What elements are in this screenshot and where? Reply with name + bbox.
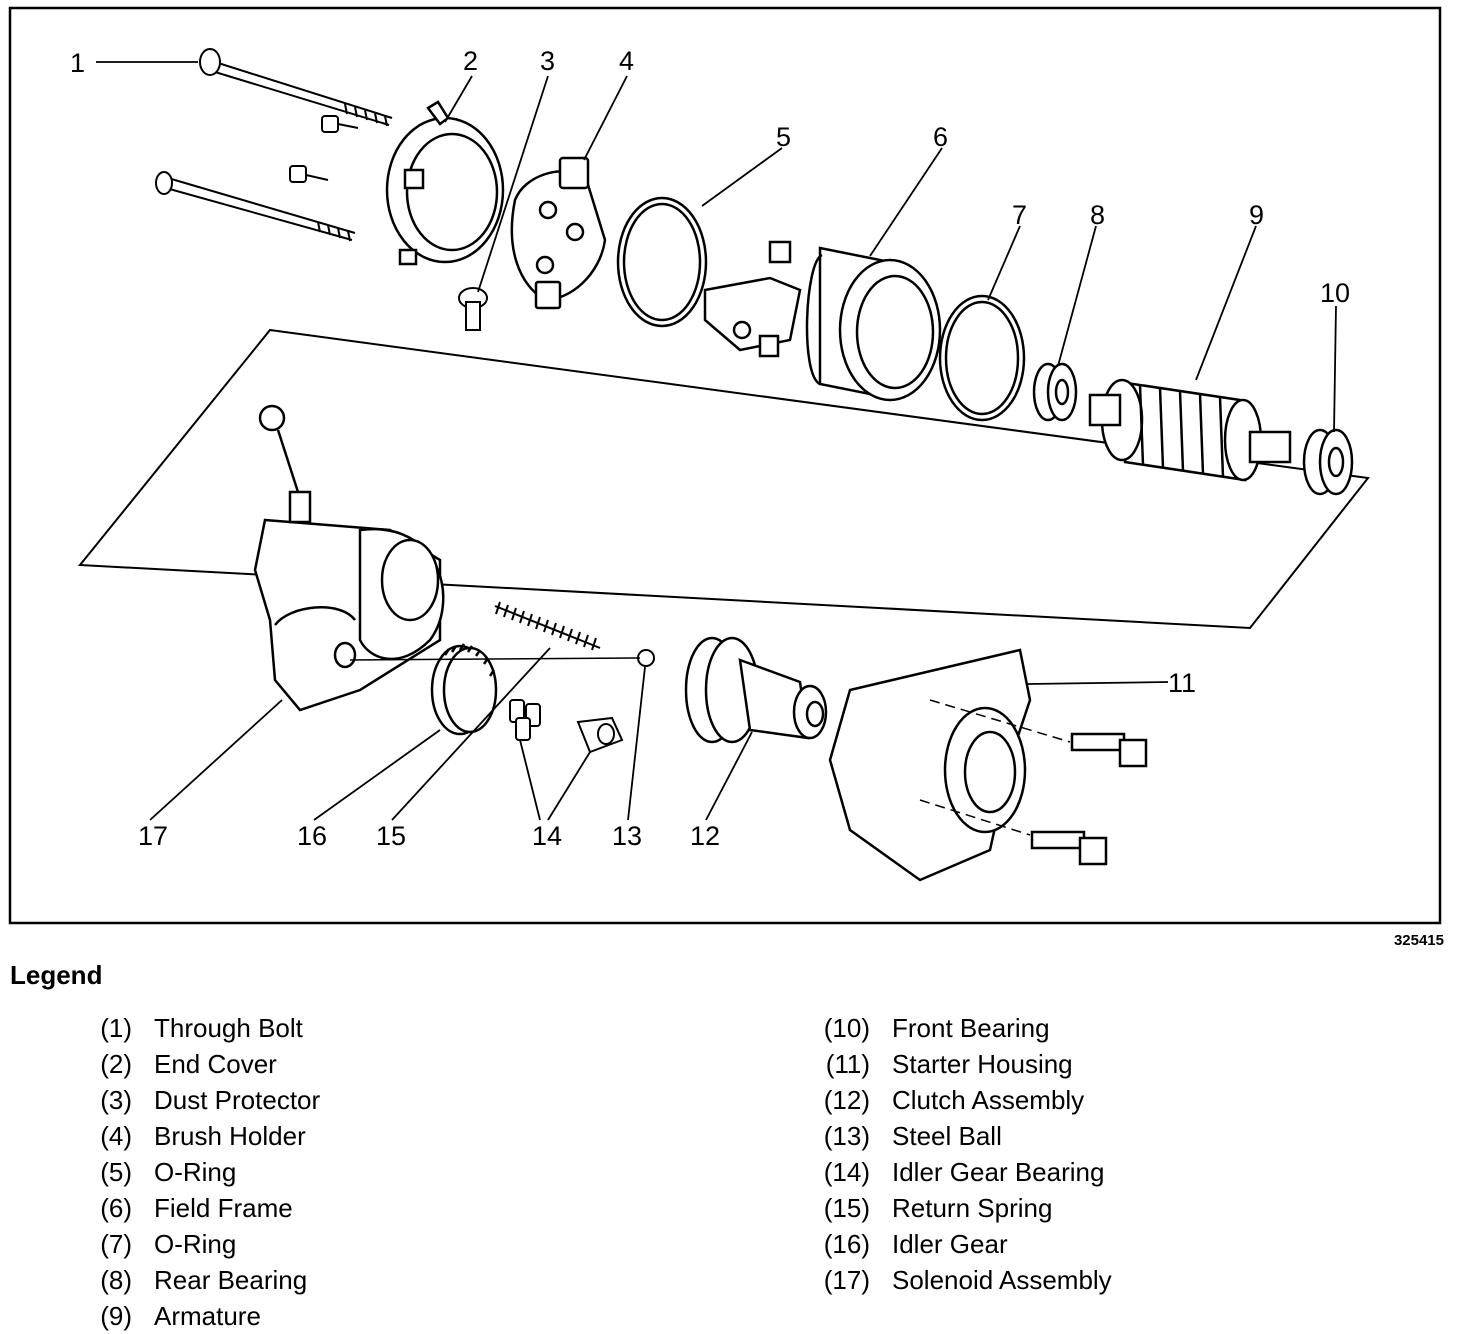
legend-number: (10)	[823, 1012, 870, 1043]
legend-number: (8)	[100, 1264, 132, 1295]
legend-label: Through Bolt	[154, 1012, 303, 1043]
legend-column-right: (10) Front Bearing (11) Starter Housing (1…	[806, 1010, 1112, 1298]
callout-8: 8	[1090, 200, 1105, 230]
legend-item: (4) Brush Holder	[74, 1118, 320, 1154]
brush-holder-part	[510, 156, 607, 310]
legend-number: (3)	[100, 1084, 132, 1115]
callout-6: 6	[933, 122, 948, 152]
legend-item: (2) End Cover	[74, 1046, 320, 1082]
legend-number: (6)	[100, 1192, 132, 1223]
front-bearing-part	[1302, 428, 1354, 496]
idler-gear-part	[430, 643, 498, 736]
legend-label: Dust Protector	[154, 1084, 321, 1115]
legend-label: Return Spring	[892, 1192, 1053, 1223]
legend-item: (7) O-Ring	[74, 1226, 320, 1262]
field-frame-part	[703, 240, 942, 402]
legend-item: (13) Steel Ball	[806, 1118, 1112, 1154]
callout-7: 7	[1012, 200, 1027, 230]
legend-item: (12) Clutch Assembly	[806, 1082, 1112, 1118]
callout-9: 9	[1249, 200, 1264, 230]
legend-label: Field Frame	[154, 1192, 293, 1223]
legend-title: Legend	[10, 960, 103, 990]
legend-number: (15)	[823, 1192, 870, 1223]
legend-label: Idler Gear Bearing	[892, 1156, 1105, 1187]
legend-number: (17)	[823, 1264, 870, 1295]
callout-17: 17	[138, 821, 168, 851]
legend-item: (8) Rear Bearing	[74, 1262, 320, 1298]
legend-number: (5)	[100, 1156, 132, 1187]
legend-number: (4)	[100, 1120, 132, 1151]
legend-label: Solenoid Assembly	[892, 1264, 1112, 1295]
legend-item: (5) O-Ring	[74, 1154, 320, 1190]
legend-item: (15) Return Spring	[806, 1190, 1112, 1226]
armature-part	[1088, 378, 1292, 482]
callout-11: 11	[1168, 668, 1196, 698]
legend-label: Rear Bearing	[154, 1264, 308, 1295]
legend-item: (14) Idler Gear Bearing	[806, 1154, 1112, 1190]
legend-number: (14)	[823, 1156, 870, 1187]
o-ring-5-part	[616, 196, 708, 328]
legend-label: O-Ring	[154, 1156, 237, 1187]
callout-14: 14	[532, 821, 562, 851]
legend-number: (13)	[823, 1120, 870, 1151]
legend-label: Front Bearing	[892, 1012, 1050, 1043]
legend-label: End Cover	[154, 1048, 277, 1079]
legend-item: (16) Idler Gear	[806, 1226, 1112, 1262]
rear-bearing-part	[1032, 362, 1078, 422]
legend-label: O-Ring	[154, 1228, 237, 1259]
legend-item: (9) Armature	[74, 1298, 320, 1334]
legend-number: (7)	[100, 1228, 132, 1259]
legend-item: (3) Dust Protector	[74, 1082, 320, 1118]
legend-label: Idler Gear	[892, 1228, 1008, 1259]
callout-labels: 1 2 3 4 5 6 7 8 9 10 11 12 13 14 15 16 1…	[70, 46, 1350, 851]
callout-3: 3	[540, 46, 555, 76]
figure-id: 325415	[1393, 932, 1444, 949]
legend-item: (1) Through Bolt	[74, 1010, 320, 1046]
legend-label: Steel Ball	[892, 1120, 1002, 1151]
callout-15: 15	[376, 821, 406, 851]
end-cover-part	[385, 100, 505, 266]
legend-number: (11)	[825, 1048, 870, 1079]
exploded-view-diagram: 1 2 3 4 5 6 7 8 9 10 11 12 13 14 15 16 1…	[8, 6, 1442, 925]
legend-column-left: (1) Through Bolt (2) End Cover (3) Dust Pro…	[74, 1010, 320, 1334]
return-spring-part	[494, 601, 601, 651]
legend-label: Clutch Assembly	[892, 1084, 1085, 1115]
starter-housing-part	[828, 648, 1148, 882]
legend-number: (9)	[100, 1300, 132, 1331]
steel-ball-part	[637, 649, 655, 667]
legend-item: (6) Field Frame	[74, 1190, 320, 1226]
legend-item: (11) Starter Housing	[806, 1046, 1112, 1082]
legend-number: (16)	[823, 1228, 870, 1259]
legend-number: (12)	[823, 1084, 870, 1115]
legend-item: (17) Solenoid Assembly	[806, 1262, 1112, 1298]
idler-gear-bearing-part	[509, 699, 624, 754]
dust-protector-part	[458, 287, 488, 331]
diagram-frame	[8, 6, 1442, 925]
legend-item: (10) Front Bearing	[806, 1010, 1112, 1046]
o-ring-7-part	[938, 294, 1026, 422]
center-axis-line	[349, 657, 1071, 836]
callout-10: 10	[1320, 278, 1350, 308]
callout-16: 16	[297, 821, 327, 851]
callout-12: 12	[690, 821, 720, 851]
assembly-outline	[77, 328, 1370, 630]
legend-label: Brush Holder	[154, 1120, 306, 1151]
callout-5: 5	[776, 122, 791, 152]
callout-1: 1	[70, 48, 85, 78]
solenoid-assembly-part	[253, 404, 445, 712]
callout-2: 2	[463, 46, 478, 76]
callout-13: 13	[612, 821, 642, 851]
legend-label: Starter Housing	[892, 1048, 1073, 1079]
through-bolt-part	[155, 48, 393, 242]
callout-4: 4	[619, 46, 634, 76]
legend-label: Armature	[154, 1300, 261, 1331]
leader-lines	[96, 61, 1337, 821]
legend-number: (2)	[100, 1048, 132, 1079]
clutch-assembly-part	[684, 636, 828, 744]
legend-number: (1)	[100, 1012, 132, 1043]
